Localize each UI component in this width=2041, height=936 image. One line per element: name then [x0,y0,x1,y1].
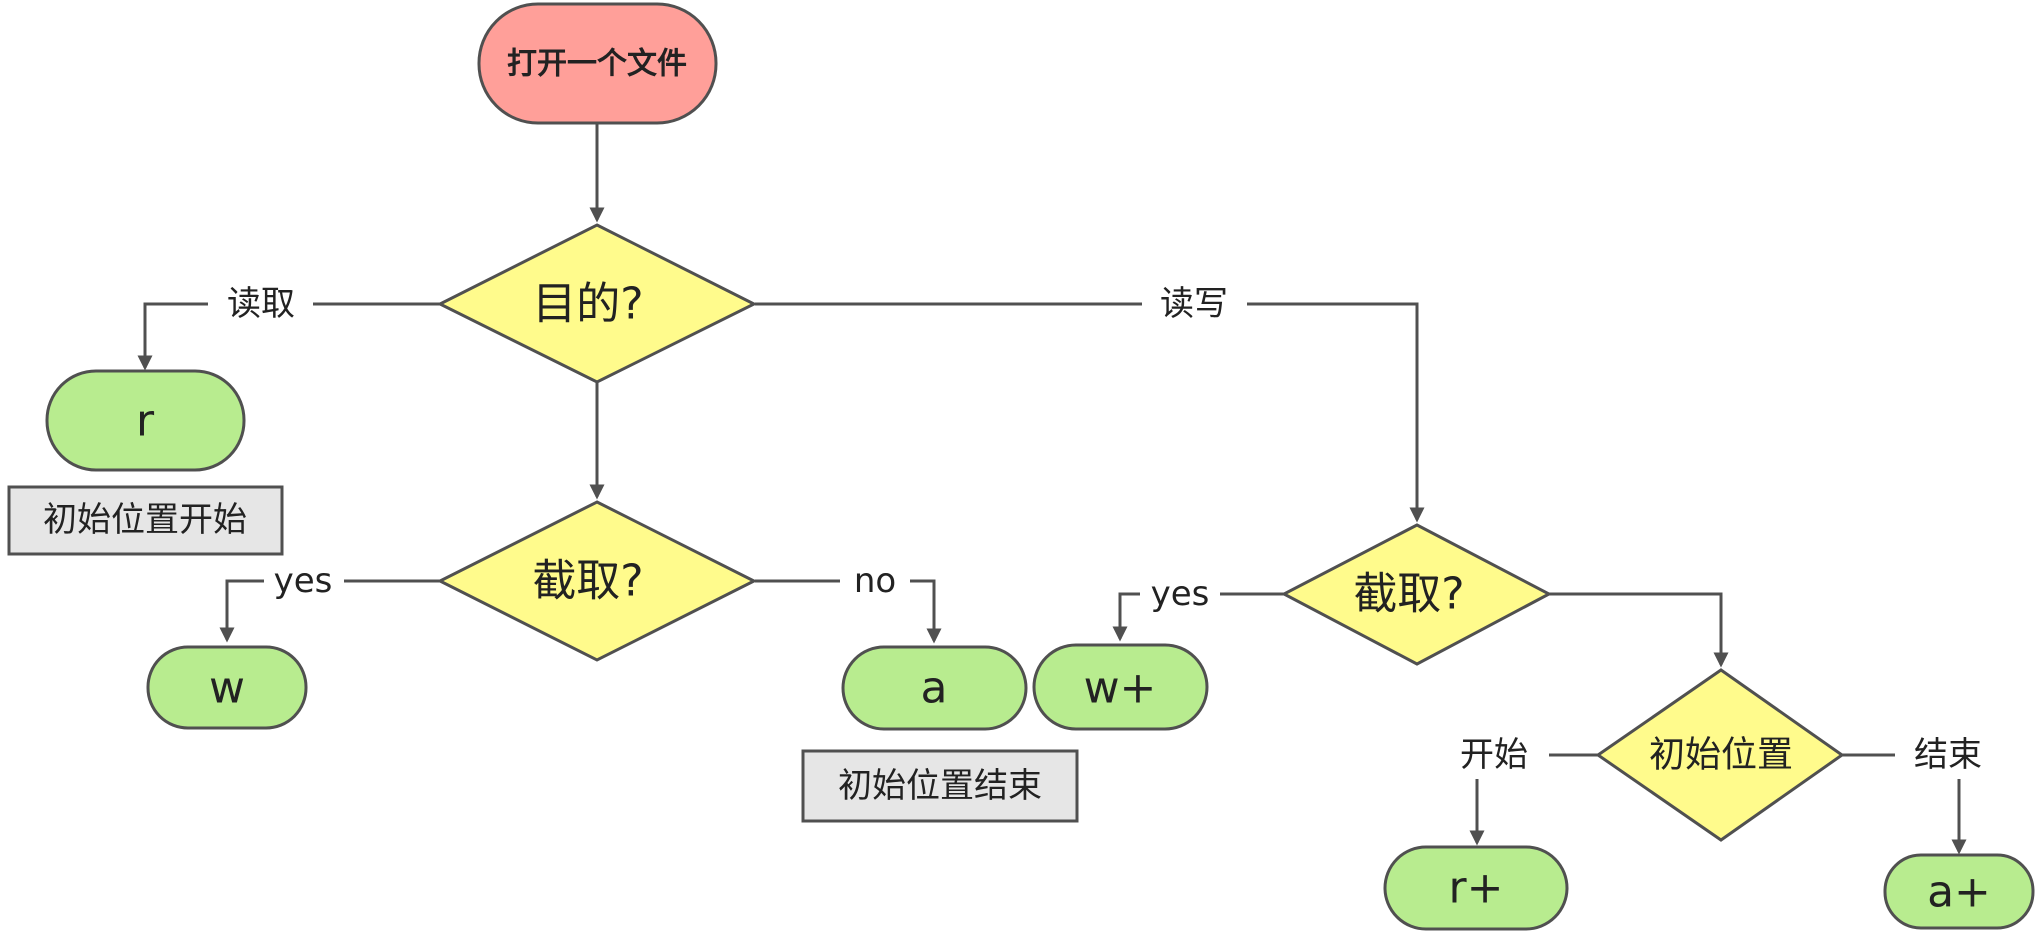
truncate-decision-left [436,500,758,662]
edge-label-begin: 开始 [1460,735,1528,775]
edge-purpose-to-truncate-rw [755,302,1425,523]
purpose-decision-label: 目的? [532,279,643,330]
purpose-decision [436,223,758,384]
mode-w-plus-label: w+ [1084,663,1157,714]
mode-w-label: w [209,663,245,714]
edge-truncate-read-to-a [755,579,942,644]
edge-label-read: 读取 [227,284,295,324]
mode-r-plus-node [1383,845,1569,931]
edge-truncate-rw-to-w-plus [1112,592,1284,642]
mode-a-node [841,645,1028,731]
edge-label-read-write: 读写 [1160,284,1228,324]
a-note-box [801,749,1079,823]
r-note-label: 初始位置开始 [43,500,247,540]
mode-w-plus-node [1032,643,1209,731]
mode-a-plus-label: a+ [1927,867,1991,918]
edge-label-no: no [854,561,896,601]
edge-label-end: 结束 [1914,735,1982,775]
mode-r-plus-label: r+ [1449,863,1504,914]
edge-label-yes-left: yes [274,561,333,601]
start-node [477,2,718,125]
a-note-label: 初始位置结束 [838,766,1042,806]
truncate-decision-right-label: 截取? [1353,569,1464,620]
initial-position-decision-label: 初始位置 [1649,735,1793,776]
truncate-decision-left-label: 截取? [532,556,643,607]
initial-position-decision [1595,668,1845,842]
mode-a-label: a [921,663,948,714]
edge-label-yes-right: yes [1151,574,1210,614]
truncate-decision-right [1280,523,1553,666]
r-note-box [7,485,284,556]
mode-r-label: r [136,396,155,447]
edge-purpose-to-r [137,302,440,371]
mode-w-node [146,645,308,730]
mode-r-node [45,369,246,472]
mode-a-plus-node [1883,853,2035,930]
edge-truncate-read-to-w [219,579,440,643]
edge-truncate-rw-to-init-pos [1549,592,1729,668]
start-node-label: 打开一个文件 [507,47,687,82]
